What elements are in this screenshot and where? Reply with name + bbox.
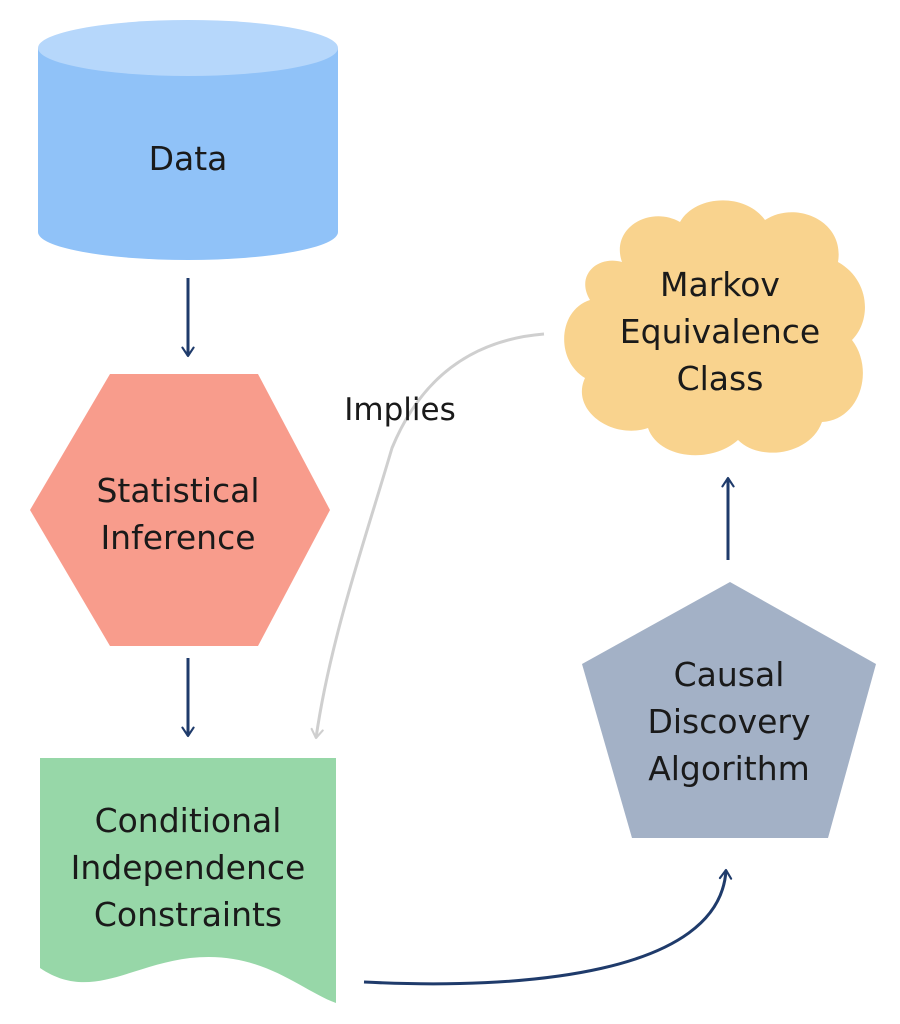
data-label: Data bbox=[149, 139, 228, 178]
data-cylinder-body bbox=[38, 48, 338, 260]
arrow-constraints-to-algorithm bbox=[363, 868, 733, 986]
algorithm-label-line: Causal bbox=[674, 655, 785, 694]
constraints-label-line: Constraints bbox=[94, 895, 282, 934]
equivalence-label-line: Equivalence bbox=[620, 312, 820, 351]
data-label-line: Data bbox=[149, 139, 228, 178]
implies-label: Implies bbox=[344, 392, 455, 428]
algorithm-pentagon bbox=[582, 582, 876, 838]
inference-label-line: Statistical bbox=[96, 471, 259, 510]
constraints-document bbox=[40, 758, 336, 1003]
data-cylinder-top bbox=[38, 20, 338, 76]
inference-hexagon bbox=[30, 374, 330, 646]
equivalence-cloud bbox=[564, 200, 865, 456]
arrow-implies bbox=[310, 332, 545, 740]
data-node: Data bbox=[38, 20, 338, 260]
constraints-label-line: Conditional bbox=[95, 801, 282, 840]
equivalence-label-line: Markov bbox=[660, 265, 780, 304]
algorithm-label-line: Algorithm bbox=[648, 749, 810, 788]
equivalence-label-line: Class bbox=[677, 359, 764, 398]
algorithm-label-line: Discovery bbox=[647, 702, 810, 741]
inference-label-line: Inference bbox=[100, 518, 255, 557]
constraints-label-line: Independence bbox=[71, 848, 306, 887]
